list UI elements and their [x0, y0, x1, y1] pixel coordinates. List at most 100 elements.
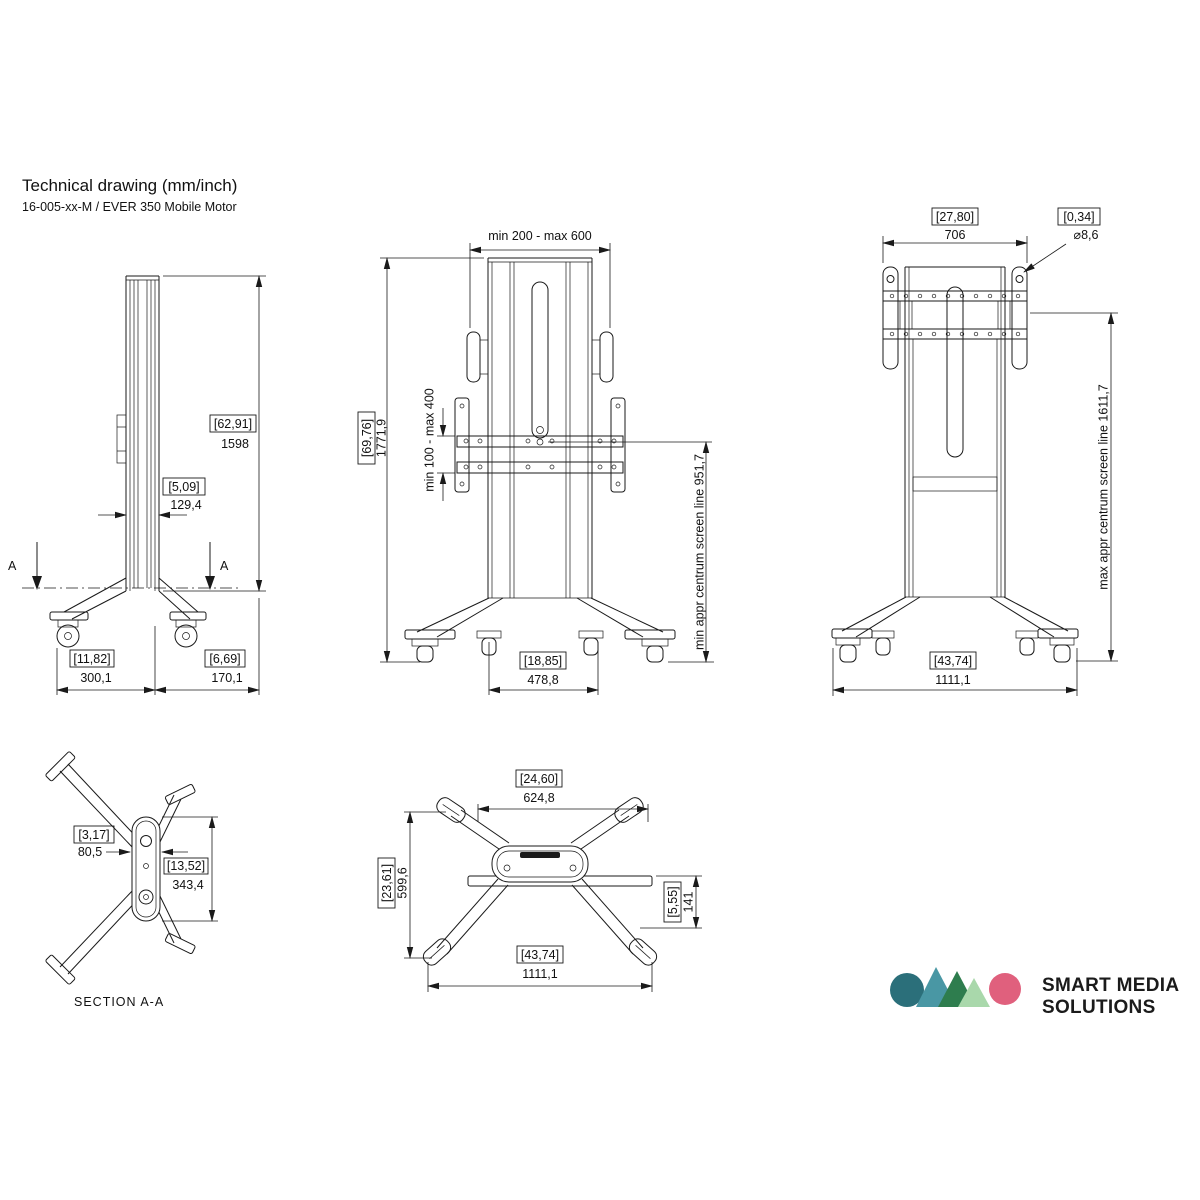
top-total-width-mm: 1111,1: [522, 967, 557, 981]
front-screen-line-dimension: min appr centrum screen line 951,7: [548, 441, 714, 663]
section-label: SECTION A-A: [74, 995, 164, 1009]
front-foot-mm: 478,8: [527, 673, 558, 687]
top-pod-slot: [520, 852, 560, 858]
back-width-dimension: [27,80] 706: [882, 207, 1028, 263]
top-platform: [467, 845, 653, 887]
side-depth-mm: 129,4: [170, 498, 201, 512]
back-hole-inch: [0,34]: [1063, 210, 1094, 224]
side-depth-inch: [5,09]: [168, 480, 199, 494]
section-cut-line: A A: [8, 542, 238, 590]
section-height-mm: 343,4: [172, 878, 203, 892]
logo-teal-circle-icon: [890, 973, 924, 1007]
front-foot-width-dimension: [18,85] 478,8: [488, 642, 599, 695]
section-width-inch: [3,17]: [78, 828, 109, 842]
top-depth-inch-box: [377, 857, 396, 909]
front-foot-inch: [18,85]: [524, 654, 562, 668]
back-base-width-dimension: [43,74] 1111,1: [832, 648, 1078, 696]
back-width-mm: 706: [945, 228, 966, 242]
back-screen-line-dimension: max appr centrum screen line 1611,7: [1030, 312, 1118, 662]
section-pod: [131, 816, 161, 922]
section-pod-height-dimension: [13,52] 343,4: [162, 816, 218, 922]
top-pod-depth-inch-box: [663, 881, 682, 923]
top-inner-width-inch-box: [515, 769, 563, 788]
front-vesa-height-label: min 100 - max 400: [423, 388, 437, 492]
drawing-title: Technical drawing (mm/inch): [22, 176, 238, 195]
top-inner-width-inch: [24,60]: [520, 772, 558, 786]
logo-text-line1: SMART MEDIA: [1042, 975, 1179, 996]
side-base-dimensions: [11,82] 300,1 [6,69] 170,1: [56, 598, 260, 695]
sms-logo: SMART MEDIA SOLUTIONS: [890, 967, 1179, 1018]
side-base-front-mm: 300,1: [80, 671, 111, 685]
back-width-inch: [27,80]: [936, 210, 974, 224]
back-hole-mm: ⌀8,6: [1074, 228, 1099, 242]
side-view-drawing: A A [62,91] 1598 [5,09] 129,4: [8, 275, 266, 695]
section-width-inch-box: [73, 825, 115, 844]
side-caster-front: [56, 619, 80, 648]
top-depth-mm: 599,6: [396, 867, 410, 898]
front-screen-hooks: [466, 331, 614, 383]
side-column-depth-dimension: [5,09] 129,4: [98, 477, 206, 524]
side-base: [49, 577, 207, 648]
section-aa-drawing: [3,17] 80,5 [13,52] 343,4 SECTION A-A: [45, 751, 218, 1009]
front-vesa-width-label: min 200 - max 600: [488, 229, 592, 243]
back-screen-line-label: max appr centrum screen line 1611,7: [1097, 384, 1111, 589]
top-depth-inch: [23,61]: [380, 864, 394, 902]
back-base-inch-box: [929, 651, 977, 670]
back-vesa-plate: [882, 290, 1028, 340]
side-height-inch-box: [209, 414, 257, 433]
side-base-front-inch-box: [69, 649, 115, 668]
back-casters: [835, 630, 1075, 663]
front-vesa-height-dimension: min 100 - max 400: [423, 388, 455, 501]
section-arrow-left: [32, 576, 42, 590]
front-column: [487, 257, 593, 599]
top-pod-depth-inch: [5,55]: [666, 886, 680, 917]
back-legs: [831, 596, 1079, 639]
side-base-rear-mm: 170,1: [211, 671, 242, 685]
logo-text-line2: SOLUTIONS: [1042, 997, 1156, 1018]
top-inner-width-dimension: [24,60] 624,8: [477, 769, 649, 822]
back-base-mm: 1111,1: [935, 673, 970, 687]
section-height-inch-box: [163, 857, 209, 875]
front-height-inch-box: [357, 411, 376, 465]
side-base-rear-inch-box: [204, 649, 246, 668]
top-total-width-dimension: [43,74] 1111,1: [427, 945, 653, 992]
section-arrow-right: [205, 576, 215, 590]
back-width-inch-box: [931, 207, 979, 226]
side-height-inch: [62,91]: [214, 417, 252, 431]
top-inner-width-mm: 624,8: [523, 791, 554, 805]
side-base-front-inch: [11,82]: [73, 652, 110, 666]
side-caster-rear: [174, 619, 198, 648]
front-vesa-width-dimension: min 200 - max 600: [469, 229, 611, 328]
section-height-inch: [13,52]: [167, 859, 205, 873]
side-height-dimension: [62,91] 1598: [163, 275, 266, 592]
back-rails: [882, 266, 1028, 370]
back-hole-inch-box: [1057, 207, 1101, 226]
top-total-width-inch: [43,74]: [521, 948, 559, 962]
front-vesa-bracket: [454, 397, 626, 493]
top-depth-dimension: [23,61] 599,6: [377, 811, 446, 959]
front-height-mm: 1771,9: [375, 419, 389, 457]
side-depth-inch-box: [162, 477, 206, 496]
top-view-drawing: [24,60] 624,8 [23,61] 599,6 [5,55] 141: [377, 769, 702, 992]
section-marker-a-left: A: [8, 559, 17, 573]
front-view-drawing: min 200 - max 600 [69,76] 1771,9 min 100…: [357, 229, 714, 695]
front-screen-line-label: min appr centrum screen line 951,7: [693, 454, 707, 650]
side-base-rear-inch: [6,69]: [209, 652, 240, 666]
logo-pink-circle-icon: [989, 973, 1021, 1005]
back-base-inch: [43,74]: [934, 654, 972, 668]
front-foot-inch-box: [519, 651, 567, 670]
top-total-width-inch-box: [516, 945, 564, 964]
drawing-subtitle: 16-005-xx-M / EVER 350 Mobile Motor: [22, 200, 237, 214]
back-hole-callout: [0,34] ⌀8,6: [1023, 207, 1101, 273]
back-view-drawing: [27,80] 706 [0,34] ⌀8,6 max appr centrum…: [831, 207, 1118, 696]
front-total-height-dimension: [69,76] 1771,9: [357, 257, 484, 663]
top-pod-depth-dimension: [5,55] 141: [640, 875, 702, 929]
section-pod-width-dimension: [3,17] 80,5: [73, 825, 188, 859]
back-column: [904, 266, 1006, 598]
section-width-mm: 80,5: [78, 845, 102, 859]
top-pod-depth-mm: 141: [682, 892, 696, 913]
front-height-inch: [69,76]: [360, 419, 374, 457]
side-height-mm: 1598: [221, 437, 249, 451]
